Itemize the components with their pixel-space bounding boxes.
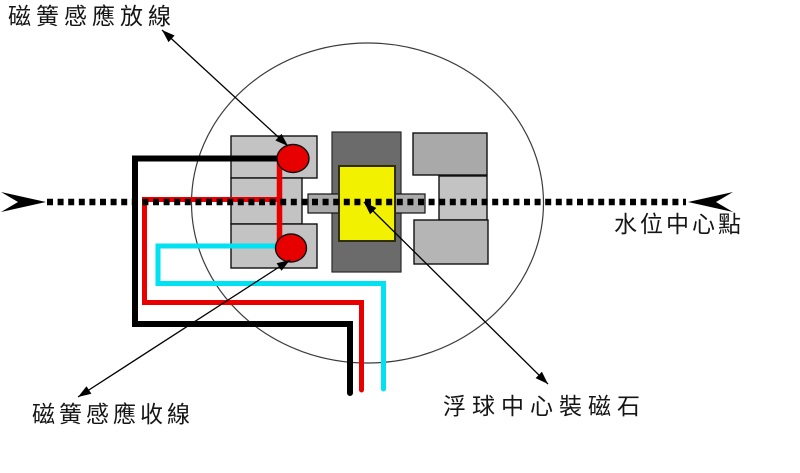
label-float-center-magnet: 浮球中心裝磁石 [443, 394, 646, 420]
label-water-level-center: 水位中心點 [614, 212, 744, 238]
label-reed-receive-wire: 磁簧感應收線 [32, 402, 194, 428]
right-guide-block-bottom [413, 219, 489, 265]
black-wire [132, 155, 353, 396]
reed-contact-bottom [274, 233, 308, 263]
annotation-arrow-transmit [161, 29, 289, 147]
float-body-circle [190, 42, 545, 364]
reed-contact-top [276, 143, 310, 174]
water-level-arrow-right-icon [688, 192, 733, 212]
label-reed-transmit-wire: 磁簧感應放線 [8, 4, 176, 30]
right-guide-block-top [412, 132, 488, 176]
annotation-arrow-magnet [363, 201, 549, 385]
right-guide-block-middle [438, 175, 488, 221]
water-level-arrow-left-icon [1, 192, 46, 212]
cyan-wire [155, 243, 386, 392]
annotation-arrow-receive [77, 259, 291, 398]
